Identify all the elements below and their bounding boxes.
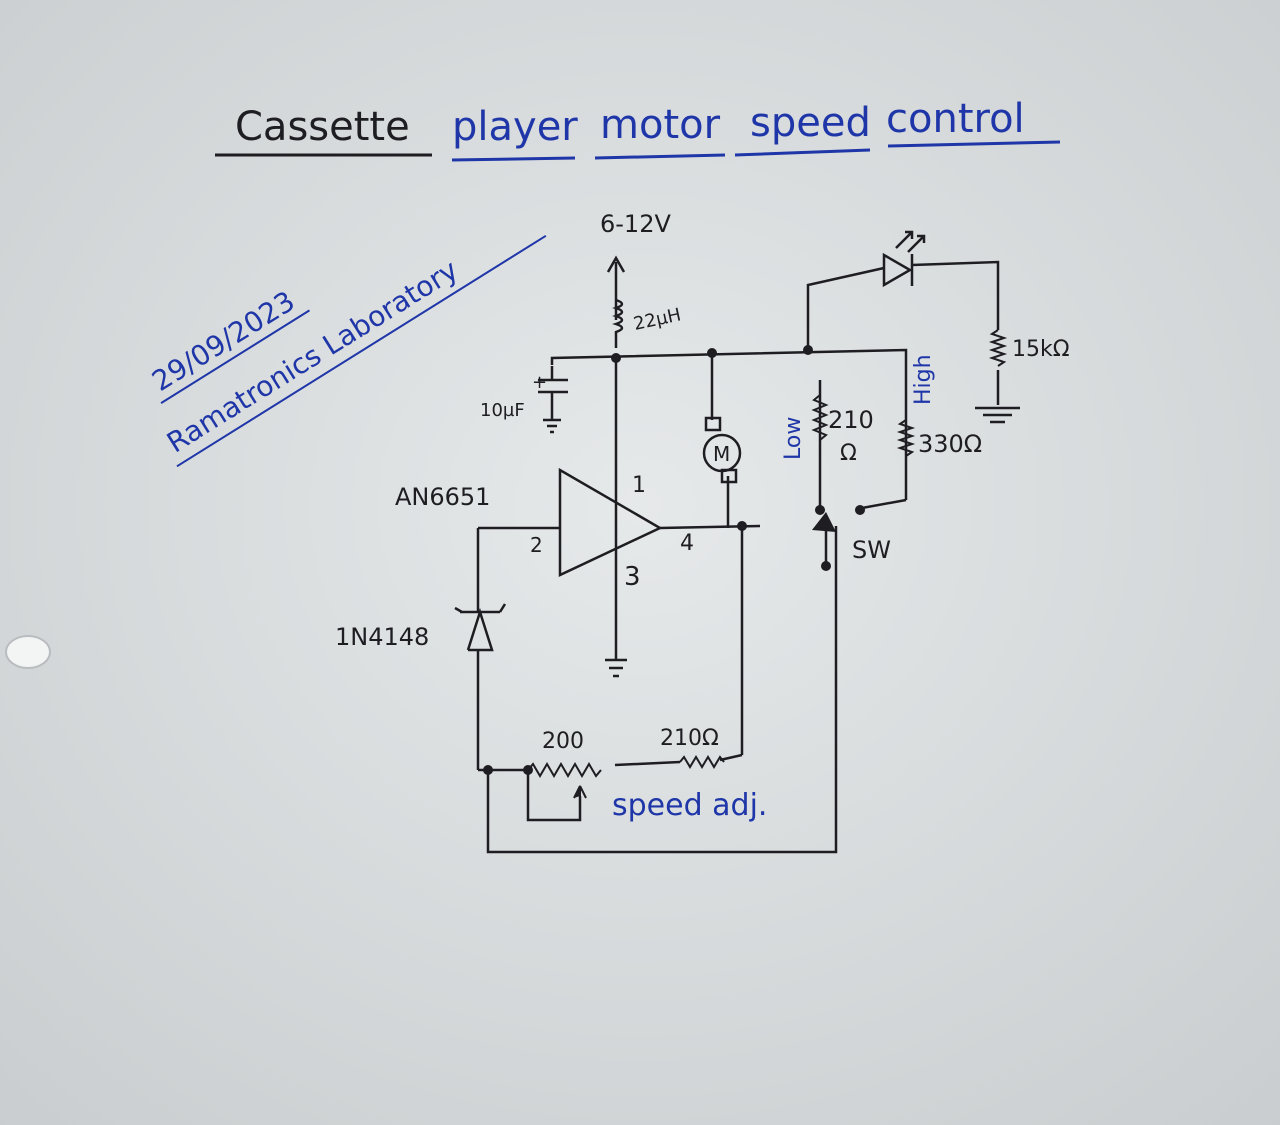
switch-label: SW bbox=[852, 536, 891, 564]
resistor-15k bbox=[988, 329, 1008, 367]
title-word-5: control bbox=[886, 96, 1025, 142]
supply-arrow bbox=[606, 255, 626, 320]
low-label: Low bbox=[781, 417, 806, 460]
pin2-label: 2 bbox=[530, 533, 543, 557]
motor-symbol bbox=[702, 433, 742, 473]
inductor bbox=[612, 298, 624, 348]
r15k-label: 15kΩ bbox=[1012, 337, 1070, 362]
ground-ic bbox=[605, 658, 627, 678]
title-word-3: motor bbox=[600, 102, 721, 148]
switch-sw[interactable] bbox=[812, 505, 865, 571]
diode-1n4148 bbox=[454, 603, 507, 652]
pin1-label: 1 bbox=[632, 473, 646, 498]
punch-hole bbox=[5, 635, 51, 669]
resistor-210-bottom-label: 210Ω bbox=[660, 726, 719, 751]
pin3-label: 3 bbox=[624, 562, 641, 592]
r330-label: 330Ω bbox=[918, 430, 982, 458]
ground-15k bbox=[975, 406, 1020, 424]
title-word-2: player bbox=[452, 104, 578, 150]
led bbox=[882, 230, 926, 288]
resistor-210-bottom bbox=[679, 755, 725, 769]
title-word-4: speed bbox=[750, 100, 871, 146]
capacitor-label: 10µF bbox=[480, 400, 525, 421]
title: Cassette player motor speed control bbox=[215, 96, 1061, 162]
pot-label: 200 bbox=[542, 729, 584, 754]
supply-label: 6-12V bbox=[600, 210, 671, 238]
title-word-1: Cassette bbox=[235, 104, 410, 150]
pot-200 bbox=[527, 762, 602, 778]
resistor-low-210 bbox=[811, 394, 829, 441]
diode-label: 1N4148 bbox=[335, 623, 429, 651]
r210-unit-label: Ω bbox=[840, 441, 857, 466]
cap-plus: + bbox=[532, 372, 547, 393]
junctions bbox=[483, 345, 813, 775]
ic-an6651-symbol bbox=[558, 467, 663, 577]
motor-brush-top bbox=[704, 416, 722, 432]
motor-label: M bbox=[713, 442, 730, 466]
resistor-high-330 bbox=[896, 419, 916, 457]
pot-wiper bbox=[573, 785, 587, 799]
speed-adj-label: speed adj. bbox=[612, 788, 767, 823]
high-label: High bbox=[911, 354, 936, 405]
ic-label: AN6651 bbox=[395, 483, 490, 511]
r210-value-label: 210 bbox=[828, 406, 874, 434]
pin4-label: 4 bbox=[680, 531, 694, 556]
